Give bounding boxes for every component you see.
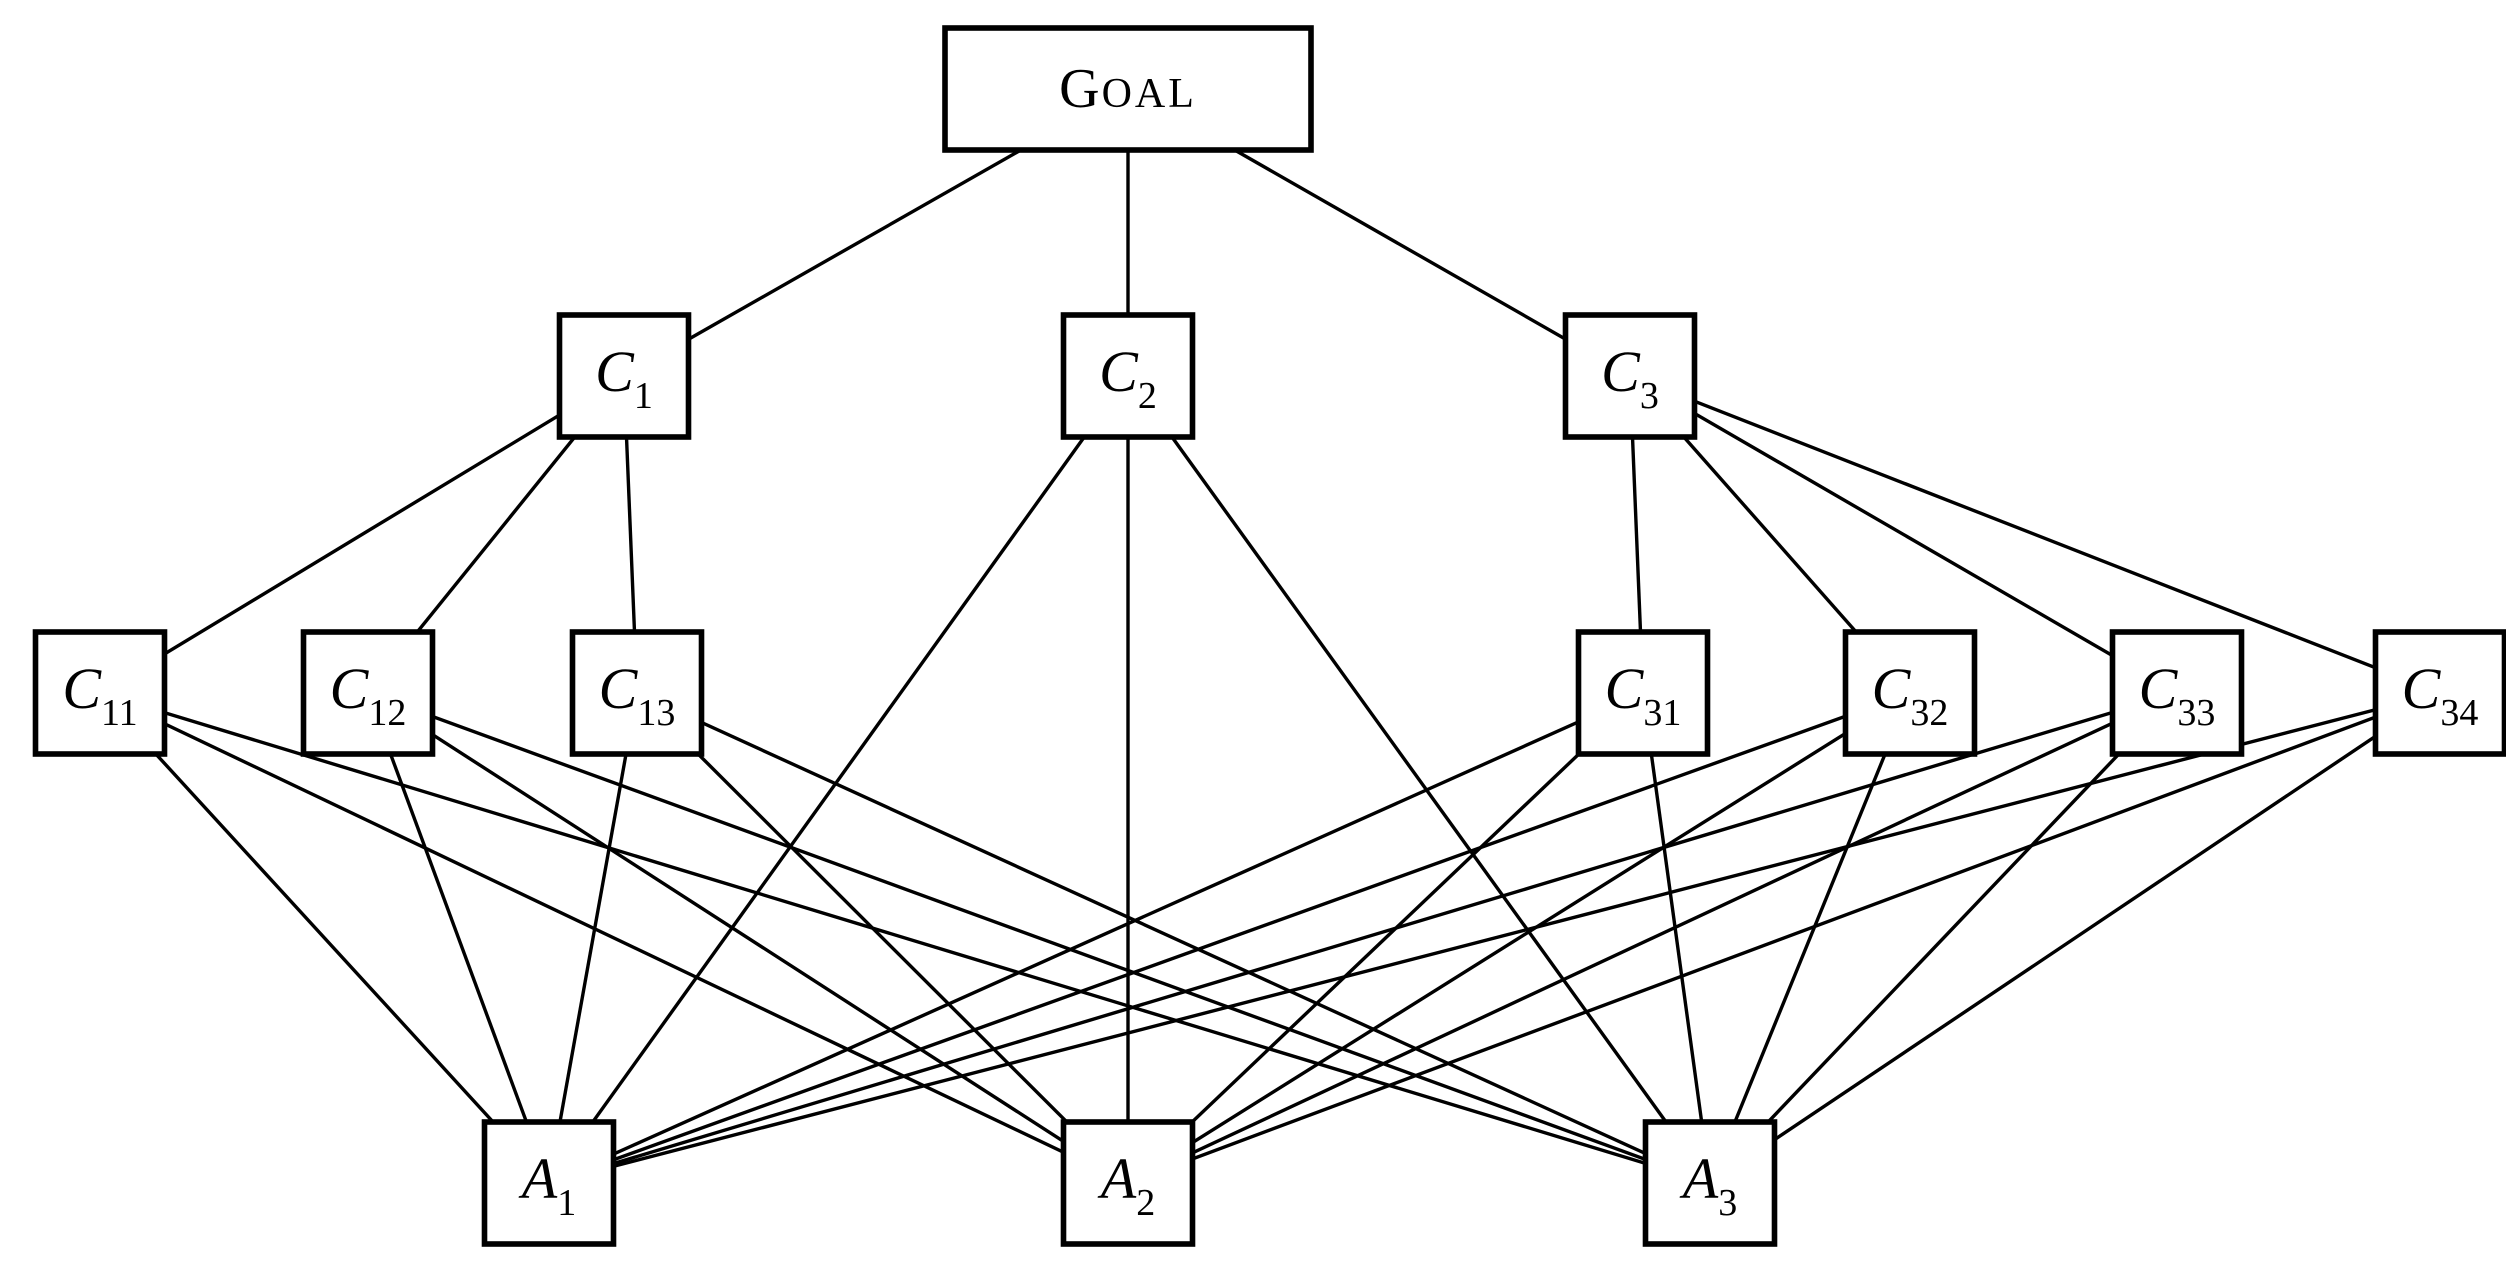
node-c12: C12 — [300, 629, 436, 757]
node-label-subscript: 12 — [368, 692, 406, 734]
node-label-letter: C — [62, 656, 102, 721]
edge-c11-a3 — [99, 691, 1711, 1185]
edge-c2-a3 — [1126, 375, 1712, 1184]
node-label-subscript: 31 — [1643, 692, 1681, 734]
node-label-letter: C — [2402, 656, 2442, 721]
node-label-c33: C33 — [2139, 656, 2216, 734]
node-box-c3 — [1562, 312, 1698, 440]
node-label-c11: C11 — [62, 656, 137, 734]
node-label-subscript: 2 — [1136, 1182, 1155, 1224]
node-label-letter: A — [1097, 1146, 1137, 1211]
node-c3: C3 — [1562, 312, 1698, 440]
edge-c2-a1 — [547, 375, 1130, 1184]
goal-label-rest: OAL — [1102, 71, 1197, 117]
node-a2: A2 — [1060, 1119, 1196, 1247]
edge-c11-a1 — [98, 691, 551, 1185]
node-label-subscript: 3 — [1640, 375, 1659, 417]
node-label-letter: C — [599, 656, 639, 721]
node-c31: C31 — [1575, 629, 1711, 757]
node-label-letter: A — [518, 1146, 558, 1211]
node-c1: C1 — [556, 312, 692, 440]
node-box-c34 — [2372, 629, 2506, 757]
edge-c13-a3 — [636, 691, 1711, 1185]
node-label-goal: GOAL — [1059, 58, 1197, 120]
node-goal: GOAL — [942, 25, 1314, 153]
node-label-c32: C32 — [1872, 656, 1949, 734]
node-label-c2: C2 — [1099, 339, 1157, 417]
edge-c34-a3 — [1709, 691, 2441, 1185]
node-box-c32 — [1842, 629, 1978, 757]
node-c11: C11 — [32, 629, 168, 757]
edge-c32-a2 — [1127, 691, 1911, 1185]
node-label-subscript: 13 — [637, 692, 675, 734]
node-label-letter: C — [1099, 339, 1139, 404]
node-a3: A3 — [1642, 1119, 1778, 1247]
edge-c33-a3 — [1708, 691, 2179, 1185]
node-box-c1 — [556, 312, 692, 440]
node-label-c13: C13 — [599, 656, 676, 734]
edge-c32-a3 — [1708, 692, 1912, 1184]
node-box-c11 — [32, 629, 168, 757]
node-label-letter: C — [2139, 656, 2179, 721]
node-label-subscript: 1 — [557, 1182, 576, 1224]
node-label-letter: A — [1679, 1146, 1719, 1211]
edge-c31-a2 — [1126, 691, 1645, 1185]
node-c32: C32 — [1842, 629, 1978, 757]
edge-c34-a1 — [548, 691, 2441, 1185]
node-label-subscript: 11 — [101, 692, 138, 734]
node-label-c34: C34 — [2402, 656, 2479, 734]
edge-c12-a3 — [367, 691, 1711, 1185]
edge-c31-a1 — [548, 691, 1644, 1185]
node-label-c3: C3 — [1601, 339, 1659, 417]
node-label-c12: C12 — [330, 656, 407, 734]
node-label-subscript: 32 — [1910, 692, 1948, 734]
edge-c3-c34 — [1629, 374, 2441, 695]
node-box-c12 — [300, 629, 436, 757]
edge-c12-a2 — [367, 691, 1129, 1185]
node-box-a1 — [481, 1119, 617, 1247]
node-label-a1: A1 — [518, 1146, 576, 1224]
edge-c33-a1 — [548, 691, 2178, 1185]
node-box-c2 — [1060, 312, 1196, 440]
node-c2: C2 — [1060, 312, 1196, 440]
node-label-subscript: 33 — [2177, 692, 2215, 734]
node-label-letter: C — [1872, 656, 1912, 721]
node-label-subscript: 3 — [1718, 1182, 1737, 1224]
goal-label-initial: G — [1059, 58, 1101, 120]
node-label-subscript: 2 — [1138, 375, 1157, 417]
edge-c1-c11 — [99, 374, 625, 695]
node-label-subscript: 34 — [2440, 692, 2478, 734]
edge-c32-a1 — [548, 691, 1911, 1185]
node-label-c1: C1 — [595, 339, 653, 417]
node-label-a2: A2 — [1097, 1146, 1155, 1224]
edge-c34-a2 — [1127, 691, 2441, 1185]
node-box-a3 — [1642, 1119, 1778, 1247]
edge-c13-a2 — [635, 691, 1130, 1185]
edge-c3-c33 — [1629, 374, 2178, 695]
node-label-letter: C — [1601, 339, 1641, 404]
edge-c33-a2 — [1127, 691, 2178, 1185]
edge-c12-a1 — [366, 692, 551, 1184]
edges-layer — [98, 87, 2441, 1185]
node-label-letter: C — [1605, 656, 1645, 721]
edge-c13-a1 — [547, 692, 639, 1184]
node-c33: C33 — [2109, 629, 2245, 757]
node-box-goal — [942, 25, 1314, 153]
node-label-subscript: 1 — [634, 375, 653, 417]
node-box-a2 — [1060, 1119, 1196, 1247]
node-label-c31: C31 — [1605, 656, 1682, 734]
node-box-c31 — [1575, 629, 1711, 757]
node-c34: C34 — [2372, 629, 2506, 757]
edge-c11-a2 — [99, 691, 1129, 1185]
node-c13: C13 — [569, 629, 705, 757]
node-box-c13 — [569, 629, 705, 757]
edge-c31-a3 — [1641, 692, 1712, 1184]
node-a1: A1 — [481, 1119, 617, 1247]
node-label-letter: C — [595, 339, 635, 404]
node-label-letter: C — [330, 656, 370, 721]
node-box-c33 — [2109, 629, 2245, 757]
node-label-a3: A3 — [1679, 1146, 1737, 1224]
